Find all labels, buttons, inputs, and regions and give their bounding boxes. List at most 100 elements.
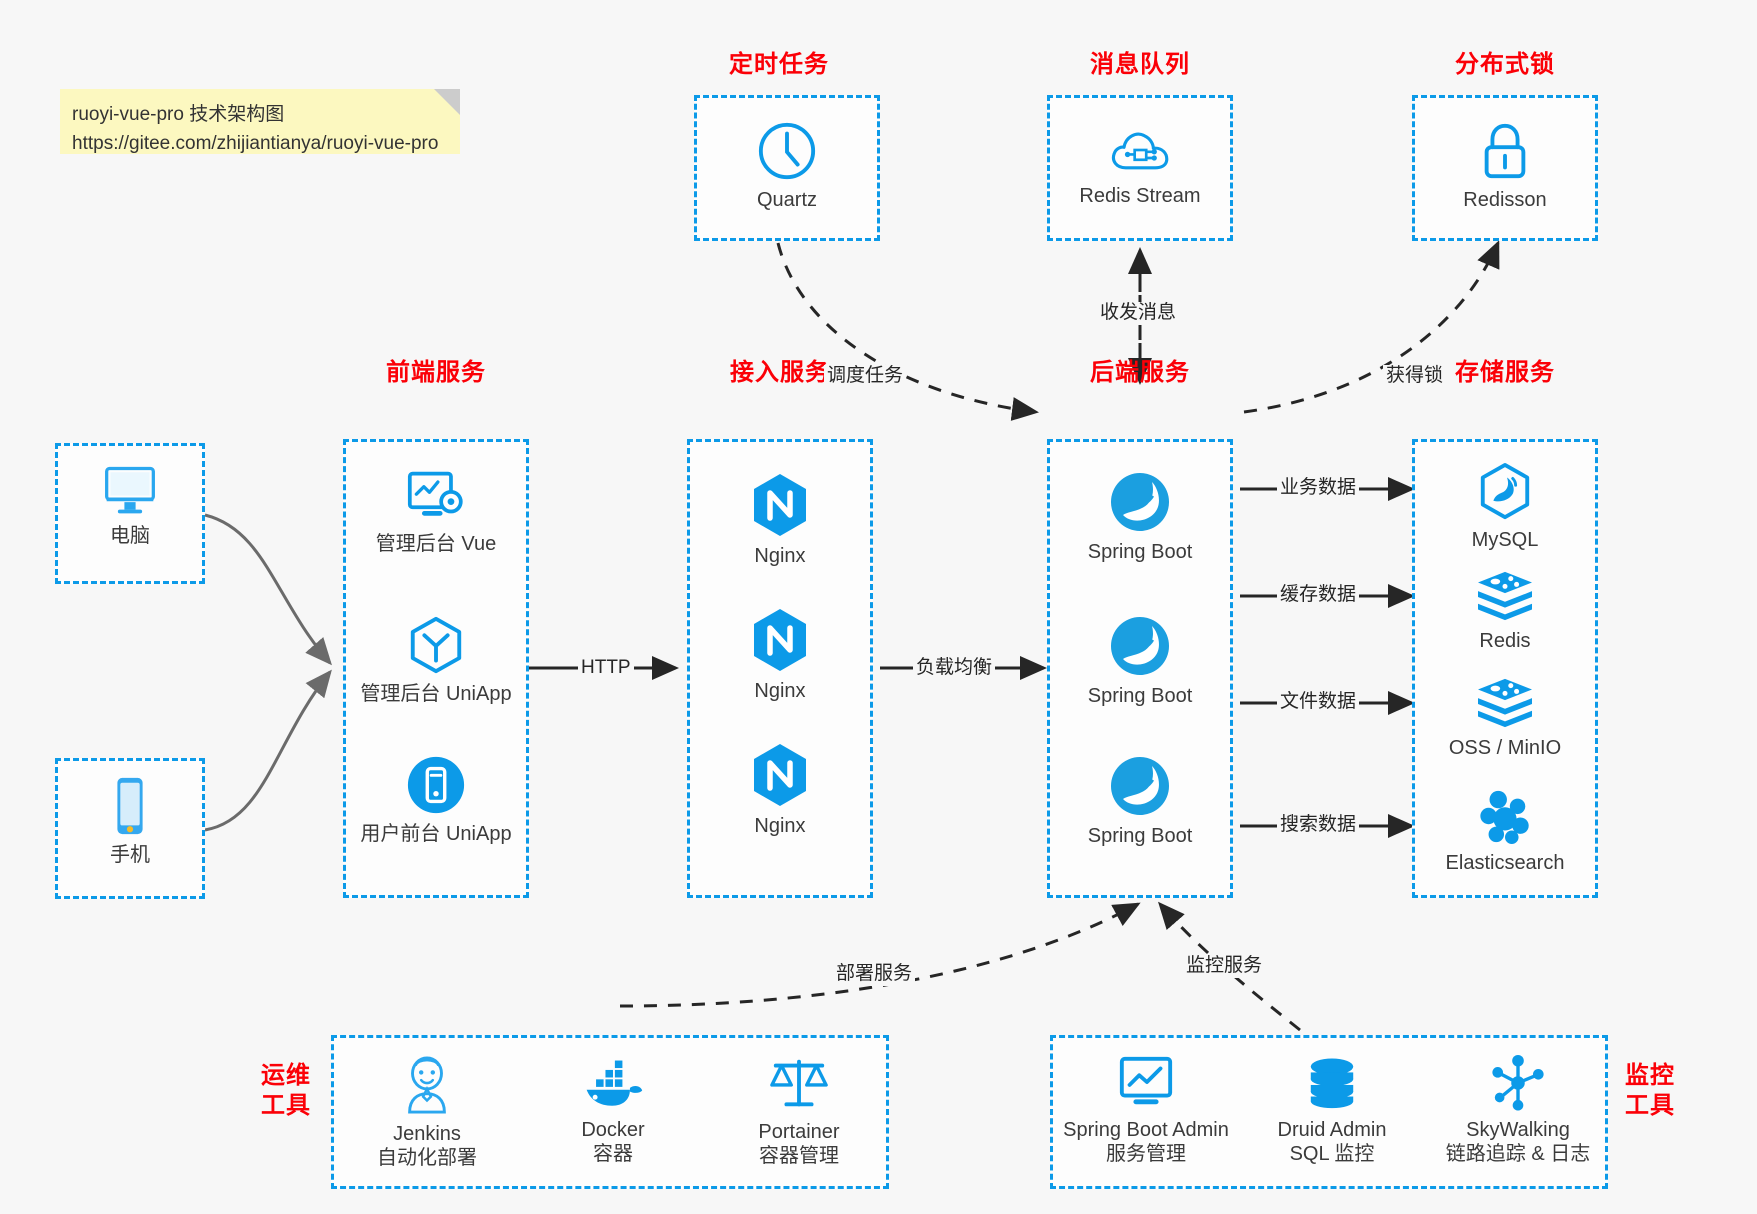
section-title-gateway: 接入服务 [730, 359, 830, 386]
section-box-lock: Redisson [1412, 95, 1598, 241]
node-admin-uniapp[interactable]: 管理后台 UniApp [346, 614, 526, 706]
node-label: 管理后台 UniApp [360, 683, 512, 705]
node-label: 管理后台 Vue [375, 533, 497, 555]
section-box-gateway: Nginx Nginx Nginx [687, 439, 873, 898]
node-desktop[interactable]: 电脑 [58, 462, 202, 548]
node-label: Druid Admin [1277, 1119, 1387, 1141]
section-title-devops: 运维 工具 [258, 1061, 314, 1121]
node-label: Redisson [1463, 189, 1547, 211]
edge-label-cache-data: 缓存数据 [1277, 584, 1360, 607]
node-label: MySQL [1471, 529, 1539, 551]
section-box-backend: Spring Boot Spring Boot Spring Boot [1047, 439, 1233, 898]
node-label: 手机 [110, 844, 150, 866]
node-label: Docker [581, 1119, 645, 1141]
node-mysql[interactable]: MySQL [1415, 462, 1595, 552]
node-label: OSS / MinIO [1448, 737, 1562, 759]
node-label: Nginx [754, 815, 806, 837]
node-label: Spring Boot Admin [1063, 1119, 1229, 1141]
node-label: 用户前台 UniApp [360, 823, 512, 845]
node-sublabel: 容器 [593, 1143, 633, 1166]
redis-stack-icon [1478, 571, 1532, 621]
edge-label-acquire-lock: 获得锁 [1383, 365, 1447, 388]
node-label: Spring Boot [1087, 825, 1193, 847]
client-box-phone: 手机 [55, 758, 205, 899]
node-docker[interactable]: Docker 容器 [520, 1058, 706, 1167]
node-portainer[interactable]: Portainer 容器管理 [706, 1054, 892, 1169]
note-title-line: ruoyi-vue-pro 技术架构图 [72, 104, 285, 125]
node-druid-admin[interactable]: Druid Admin SQL 监控 [1239, 1056, 1425, 1167]
node-user-uniapp[interactable]: 用户前台 UniApp [346, 754, 526, 846]
node-jenkins[interactable]: Jenkins 自动化部署 [334, 1054, 520, 1171]
node-label: Redis Stream [1079, 185, 1201, 207]
section-title-monitoring: 监控 工具 [1622, 1061, 1678, 1121]
node-spring-boot-2[interactable]: Spring Boot [1050, 614, 1230, 708]
edge-label-business-data: 业务数据 [1277, 477, 1360, 500]
clock-icon [758, 122, 816, 180]
monitoring-title-line2: 工具 [1625, 1092, 1675, 1119]
node-label: Nginx [754, 545, 806, 567]
mobile-app-icon [407, 756, 465, 814]
note-fold-corner [434, 89, 460, 115]
node-phone[interactable]: 手机 [58, 775, 202, 867]
database-cylinder-icon [1310, 1058, 1354, 1109]
desktop-monitor-icon [105, 466, 155, 514]
node-label: 电脑 [110, 525, 150, 547]
node-label: Spring Boot [1087, 541, 1193, 563]
client-box-desktop: 电脑 [55, 443, 205, 584]
node-redis-stream[interactable]: Redis Stream [1050, 122, 1230, 208]
edge-label-file-data: 文件数据 [1277, 691, 1360, 714]
node-label: Quartz [756, 189, 818, 211]
node-admin-vue[interactable]: 管理后台 Vue [346, 468, 526, 556]
devops-title-line2: 工具 [261, 1092, 311, 1119]
node-redisson[interactable]: Redisson [1415, 120, 1595, 212]
devops-title-line1: 运维 [261, 1062, 311, 1089]
section-box-frontend: 管理后台 Vue 管理后台 UniApp 用户前台 UniApp [343, 439, 529, 898]
node-label: Spring Boot [1087, 685, 1193, 707]
spring-boot-icon [1110, 757, 1170, 815]
monitoring-title-line1: 监控 [1625, 1062, 1675, 1089]
node-nginx-2[interactable]: Nginx [690, 607, 870, 703]
edge-label-deploy-service: 部署服务 [833, 963, 916, 986]
section-title-scheduler: 定时任务 [729, 51, 829, 78]
object-storage-icon [1478, 678, 1532, 728]
section-title-backend: 后端服务 [1090, 359, 1190, 386]
sticky-note: ruoyi-vue-pro 技术架构图 https://gitee.com/zh… [60, 89, 460, 154]
node-sublabel: 链路追踪 & 日志 [1445, 1143, 1591, 1166]
edge-label-search-data: 搜索数据 [1277, 814, 1360, 837]
node-nginx-3[interactable]: Nginx [690, 742, 870, 838]
section-title-frontend: 前端服务 [386, 359, 486, 386]
spring-boot-icon [1110, 473, 1170, 531]
section-title-mq: 消息队列 [1090, 51, 1190, 78]
nginx-icon [754, 609, 806, 671]
note-url-line: https://gitee.com/zhijiantianya/ruoyi-vu… [72, 132, 439, 154]
node-nginx-1[interactable]: Nginx [690, 472, 870, 568]
section-box-mq: Redis Stream [1047, 95, 1233, 241]
nginx-icon [754, 744, 806, 806]
node-spring-boot-3[interactable]: Spring Boot [1050, 754, 1230, 848]
skywalking-node-icon [1492, 1054, 1544, 1111]
edge-label-http: HTTP [578, 657, 634, 680]
edge-label-monitor-service: 监控服务 [1183, 955, 1266, 978]
node-spring-boot-1[interactable]: Spring Boot [1050, 470, 1230, 564]
node-sublabel: 自动化部署 [377, 1147, 477, 1170]
node-sublabel: SQL 监控 [1289, 1143, 1375, 1166]
portainer-scales-icon [770, 1059, 828, 1107]
node-label: Nginx [754, 680, 806, 702]
node-sublabel: 服务管理 [1106, 1143, 1186, 1166]
section-box-scheduler: Quartz [694, 95, 880, 241]
spring-boot-icon [1110, 617, 1170, 675]
edge-label-schedule-task: 调度任务 [824, 365, 907, 388]
node-oss-minio[interactable]: OSS / MinIO [1415, 676, 1595, 760]
node-spring-boot-admin[interactable]: Spring Boot Admin 服务管理 [1053, 1054, 1239, 1167]
node-redis[interactable]: Redis [1415, 569, 1595, 653]
node-skywalking[interactable]: SkyWalking 链路追踪 & 日志 [1425, 1054, 1611, 1167]
section-title-lock: 分布式锁 [1455, 51, 1555, 78]
mobile-phone-icon [117, 777, 143, 835]
node-label: Portainer [758, 1121, 840, 1143]
cloud-stream-icon [1111, 132, 1169, 170]
node-label: SkyWalking [1466, 1119, 1570, 1141]
node-sublabel: 容器管理 [759, 1145, 839, 1168]
node-quartz[interactable]: Quartz [697, 120, 877, 212]
node-elasticsearch[interactable]: Elasticsearch [1415, 787, 1595, 875]
